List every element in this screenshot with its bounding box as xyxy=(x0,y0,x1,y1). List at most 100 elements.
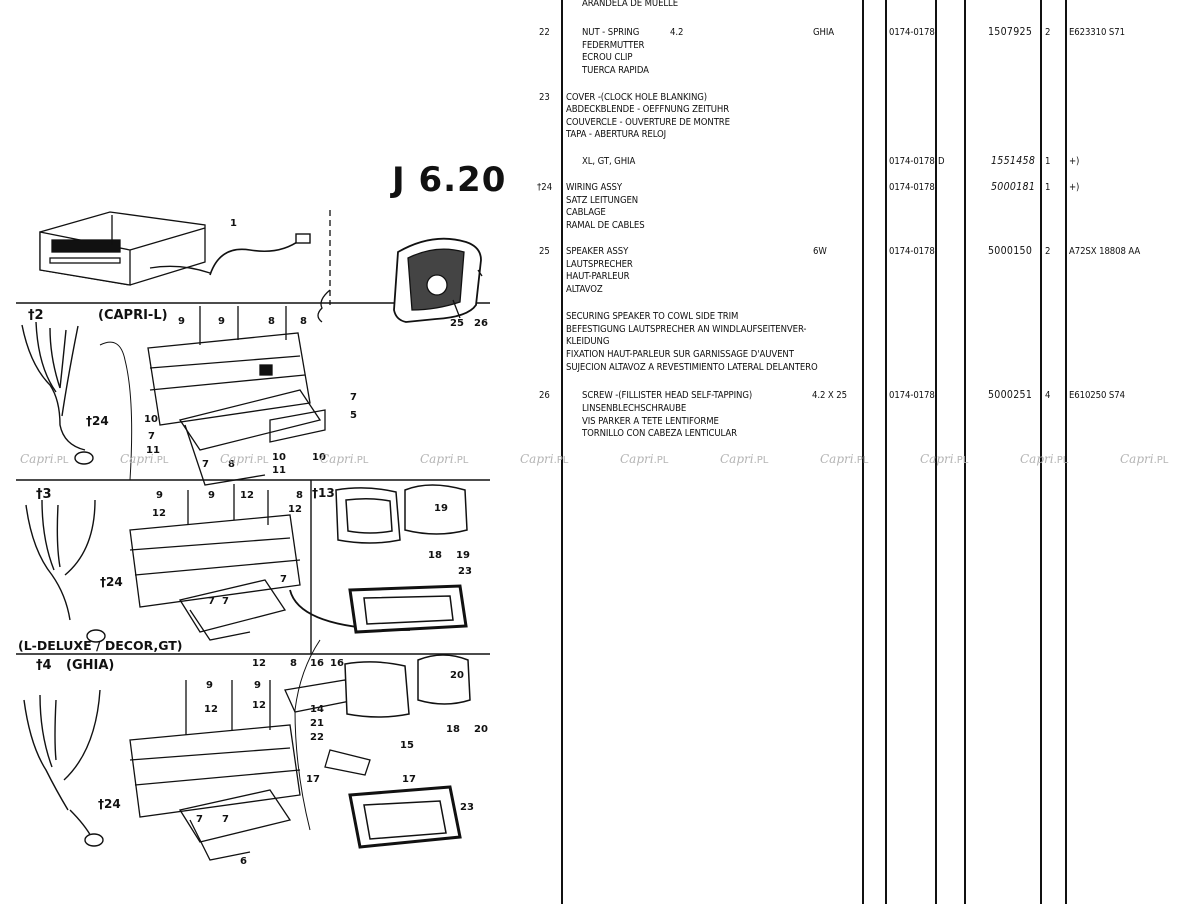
column-rule xyxy=(1065,0,1067,904)
callout: 14 xyxy=(310,704,324,715)
watermark: Capri.PL xyxy=(820,452,869,466)
date-range: 0174-0178 xyxy=(889,246,935,257)
watermark: Capri.PL xyxy=(620,452,669,466)
callout: 9 xyxy=(156,490,163,501)
callout: 23 xyxy=(460,802,474,813)
description-line: SPEAKER ASSY xyxy=(566,246,629,257)
callout: 22 xyxy=(310,732,324,743)
callout: 1 xyxy=(230,218,237,229)
column-rule xyxy=(935,0,937,904)
callout: 16 xyxy=(310,658,324,669)
callout: 8 xyxy=(290,658,297,669)
description-line: LAUTSPRECHER xyxy=(566,259,633,270)
description-line: COVER -(CLOCK HOLE BLANKING) xyxy=(566,92,708,103)
callout: 8 xyxy=(300,316,307,327)
callout: 11 xyxy=(146,445,160,456)
callout: 9 xyxy=(254,680,261,691)
callout: 19 xyxy=(434,503,448,514)
watermark: Capri.PL xyxy=(320,452,369,466)
column-rule xyxy=(1040,0,1042,904)
callout: 12 xyxy=(204,704,218,715)
page-code: J 6.20 xyxy=(392,160,507,200)
column-rule xyxy=(561,0,563,904)
callout: 8 xyxy=(296,490,303,501)
callout: 8 xyxy=(268,316,275,327)
description-line: SCREW -(FILLISTER HEAD SELF-TAPPING) xyxy=(582,390,753,401)
description-line: VIS PARKER A TETE LENTIFORME xyxy=(582,416,719,427)
ref-number: 23 xyxy=(539,92,550,103)
column-rule xyxy=(964,0,966,904)
watermark: Capri.PL xyxy=(1120,452,1169,466)
description-line: HAUT-PARLEUR xyxy=(566,271,630,282)
remark: A72SX 18808 AA xyxy=(1069,246,1141,257)
dashboard-panel-illustration xyxy=(99,306,326,486)
ref-number: †24 xyxy=(537,182,553,193)
date-range: 0174-0178 xyxy=(889,390,935,401)
callout: 7 xyxy=(222,814,229,825)
clock-housing-illustrations xyxy=(294,484,471,849)
date-range: 0174-0178 xyxy=(889,182,935,193)
description-line: TAPA - ABERTURA RELOJ xyxy=(566,129,667,140)
section-label-capri-l: (CAPRI-L) xyxy=(98,308,168,323)
callout: 21 xyxy=(310,718,324,729)
note-line: SECURING SPEAKER TO COWL SIDE TRIM xyxy=(566,311,739,322)
part-number: 5000150 xyxy=(988,245,1033,257)
date-range: 0174-0178 xyxy=(889,27,935,38)
description-line: FEDERMUTTER xyxy=(582,40,645,51)
callout: 8 xyxy=(228,459,235,470)
part-number: 1551458 xyxy=(991,155,1036,167)
callout: 9 xyxy=(208,490,215,501)
callout: 25 xyxy=(450,318,464,329)
callout: 10 xyxy=(312,452,326,463)
note-line: KLEIDUNG xyxy=(566,336,610,347)
callout: 18 xyxy=(446,724,460,735)
watermark: Capri.PL xyxy=(20,452,69,466)
description-line: ECROU CLIP xyxy=(582,52,633,63)
watermark: Capri.PL xyxy=(220,452,269,466)
section-marker-4: †4 xyxy=(36,658,52,673)
section-label-ghia: (GHIA) xyxy=(66,658,115,673)
callout: 10 xyxy=(144,414,158,425)
callout: 18 xyxy=(428,550,442,561)
callout: 19 xyxy=(456,550,470,561)
exploded-diagram xyxy=(16,210,490,861)
size: 6W xyxy=(813,246,827,257)
date-range: 0174-0178 xyxy=(889,156,935,167)
callout: 26 xyxy=(474,318,488,329)
callout: 20 xyxy=(474,724,488,735)
section-marker-3: †3 xyxy=(36,487,52,502)
callout: 15 xyxy=(400,740,414,751)
callout: †24 xyxy=(86,414,109,428)
callout: 7 xyxy=(148,431,155,442)
quantity: 1 xyxy=(1045,182,1051,193)
callout: 17 xyxy=(306,774,320,785)
callout: 5 xyxy=(350,410,357,421)
callout: †24 xyxy=(98,797,121,811)
remark: +) xyxy=(1069,182,1080,193)
watermark: Capri.PL xyxy=(420,452,469,466)
description-line: TUERCA RAPIDA xyxy=(582,65,649,76)
wiring-harness-illustrations xyxy=(21,321,106,847)
part-number: 1507925 xyxy=(988,26,1033,38)
continued-description: ARANDELA DE MUELLE xyxy=(582,0,678,9)
callout: 23 xyxy=(458,566,472,577)
size: 4.2 X 25 xyxy=(812,390,847,401)
description-line: LINSENBLECHSCHRAUBE xyxy=(582,403,687,414)
callout: 16 xyxy=(330,658,344,669)
callout: †24 xyxy=(100,575,123,589)
callout: 12 xyxy=(252,700,266,711)
section-marker-2: †2 xyxy=(28,308,44,323)
description-line: COUVERCLE - OUVERTURE DE MONTRE xyxy=(566,117,730,128)
callout: 6 xyxy=(240,856,247,867)
description-line: CABLAGE xyxy=(566,207,606,218)
callout: 20 xyxy=(450,670,464,681)
callout: 7 xyxy=(350,392,357,403)
callout: 7 xyxy=(196,814,203,825)
description-line: ALTAVOZ xyxy=(566,284,603,295)
callout: 11 xyxy=(272,465,286,476)
callout: 9 xyxy=(178,316,185,327)
callout: 12 xyxy=(288,504,302,515)
callout: 9 xyxy=(218,316,225,327)
description-line: SATZ LEITUNGEN xyxy=(566,195,639,206)
